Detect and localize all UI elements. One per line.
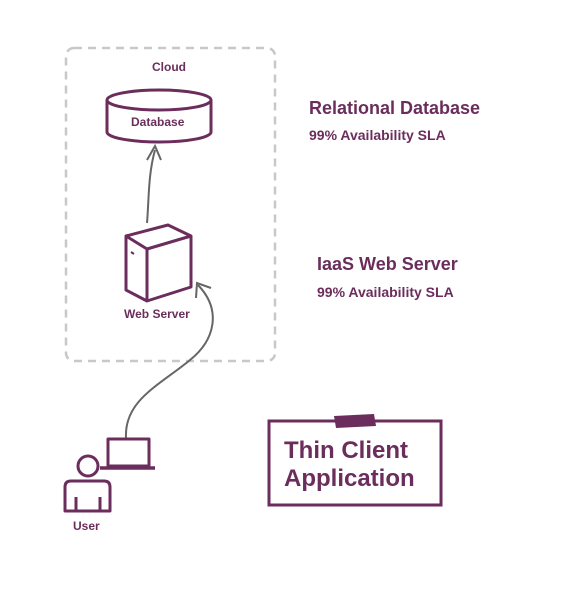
iaas-web-server-title: IaaS Web Server [317,254,458,274]
server-icon [124,223,193,303]
user-icon [63,454,112,513]
cloud-label: Cloud [152,60,186,74]
user-label: User [73,519,100,533]
arrow-user-to-server [124,281,214,439]
iaas-web-server-sla: 99% Availability SLA [317,284,454,300]
laptop-icon [100,437,155,470]
web-server-label: Web Server [124,307,190,321]
cloud-boundary [64,46,277,363]
relational-database-sla: 99% Availability SLA [309,127,446,143]
note-text: Thin Client Application [284,437,415,493]
relational-database-title: Relational Database [309,98,481,118]
note-box [267,414,443,507]
database-icon [105,88,213,144]
database-label: Database [131,115,185,129]
arrow-server-to-database [146,143,162,224]
note-line-1: Thin Client [284,437,408,464]
note-tape [334,414,376,428]
note-line-2: Application [284,465,415,492]
